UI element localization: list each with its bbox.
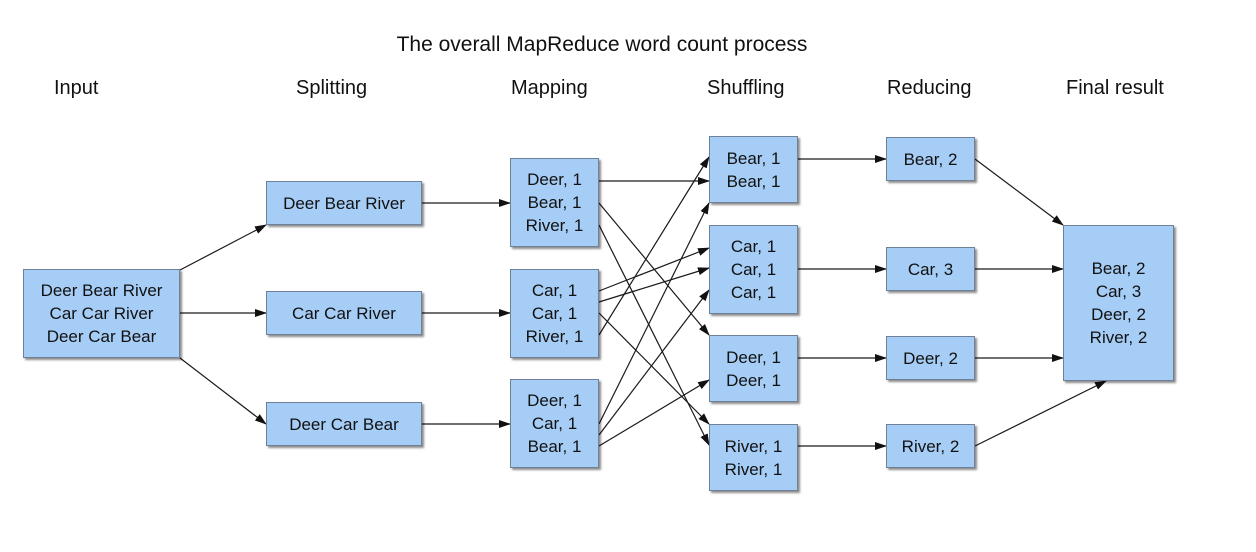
shuffle-box: River, 1 River, 1 (709, 424, 798, 491)
stage-label-input: Input (54, 77, 99, 99)
final-line: Deer, 2 (1091, 305, 1146, 324)
connector-arrow (598, 289, 710, 436)
reduce-line: Car, 3 (907, 259, 954, 279)
split-box: Car Car River (266, 291, 422, 335)
input-line: Deer Bear River (40, 281, 163, 300)
shuffle-box: Bear, 1 Bear, 1 (709, 136, 798, 203)
shuffle-line: Deer, 1 (726, 370, 781, 390)
diagram-title: The overall MapReduce word count process (396, 33, 808, 56)
reduce-box: River, 2 (886, 424, 975, 468)
shuffle-line: Car, 1 (730, 283, 777, 302)
connector-arrow (598, 267, 710, 303)
map-line: River, 1 (525, 216, 584, 235)
reduce-box: Bear, 2 (886, 137, 975, 181)
connector-arrow (598, 247, 710, 292)
map-box: Deer, 1 Bear, 1 River, 1 (510, 158, 599, 247)
shuffle-box: Deer, 1 Deer, 1 (709, 335, 798, 402)
stage-label-final-result: Final result (1066, 77, 1164, 99)
shuffle-box: Car, 1 Car, 1 Car, 1 (709, 225, 798, 314)
connector-arrow (598, 224, 710, 446)
split-line: Car Car River (292, 303, 396, 323)
split-line: Deer Bear River (283, 193, 405, 213)
map-line: Deer, 1 (527, 391, 582, 410)
connector-arrow (974, 158, 1064, 226)
connector-arrow (179, 224, 267, 271)
map-line: Bear, 1 (527, 437, 582, 456)
stage-label-splitting: Splitting (296, 77, 368, 99)
map-line: Car, 1 (531, 281, 578, 300)
map-line: Deer, 1 (527, 170, 582, 189)
reduce-line: Bear, 2 (903, 149, 958, 169)
final-result-box: Bear, 2 Car, 3 Deer, 2 River, 2 (1063, 225, 1174, 381)
map-line: Car, 1 (531, 304, 578, 323)
map-line: River, 1 (525, 327, 584, 346)
shuffle-line: Car, 1 (730, 237, 777, 256)
shuffle-line: Car, 1 (730, 260, 777, 279)
split-box: Deer Car Bear (266, 402, 422, 446)
map-line: Car, 1 (531, 414, 578, 433)
connector-arrow (598, 202, 710, 425)
final-line: Bear, 2 (1091, 259, 1146, 278)
map-box: Car, 1 Car, 1 River, 1 (510, 269, 599, 358)
reduce-box: Deer, 2 (886, 336, 975, 380)
stage-label-mapping: Mapping (511, 77, 588, 99)
split-box: Deer Bear River (266, 181, 422, 225)
final-line: Car, 3 (1095, 282, 1142, 301)
input-line: Deer Car Bear (46, 327, 157, 346)
reduce-box: Car, 3 (886, 247, 975, 291)
input-line: Car Car River (49, 304, 154, 323)
map-line: Bear, 1 (527, 193, 582, 212)
shuffle-line: River, 1 (724, 436, 783, 456)
connector-arrow (179, 357, 267, 425)
shuffle-line: River, 1 (724, 459, 783, 479)
shuffle-line: Bear, 1 (726, 171, 781, 191)
shuffle-line: Bear, 1 (726, 148, 781, 168)
stage-label-reducing: Reducing (887, 77, 972, 99)
connector-arrow (598, 312, 710, 425)
reduce-line: Deer, 2 (903, 348, 958, 368)
shuffle-line: Deer, 1 (726, 347, 781, 367)
connector-arrow (974, 380, 1107, 447)
stage-label-shuffling: Shuffling (707, 77, 785, 99)
connector-arrow (598, 156, 710, 336)
connector-arrow (598, 379, 710, 447)
input-box: Deer Bear River Car Car River Deer Car B… (23, 269, 180, 358)
split-line: Deer Car Bear (289, 414, 399, 434)
map-box: Deer, 1 Car, 1 Bear, 1 (510, 379, 599, 468)
reduce-line: River, 2 (901, 436, 960, 456)
final-line: River, 2 (1089, 328, 1148, 347)
